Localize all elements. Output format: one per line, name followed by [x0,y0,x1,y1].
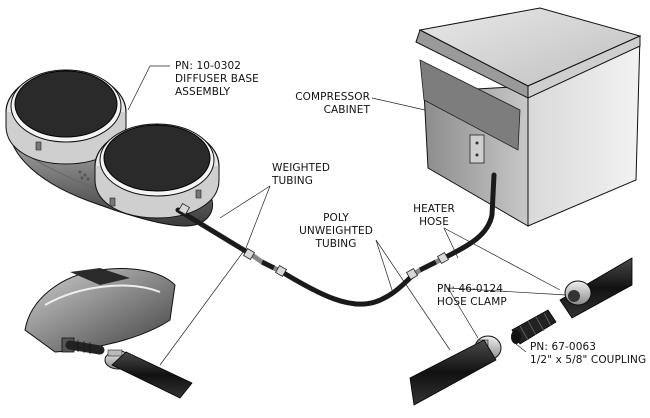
diffuser-name-2: ASSEMBLY [175,86,231,98]
heater-hose [441,172,497,261]
heater-hose-detail [409,257,633,406]
heater-hose-label: HEATER HOSE [404,203,464,229]
tubing-system [175,172,497,307]
poly-line-3: TUBING [315,238,357,250]
poly-line-1: POLY [323,212,349,224]
diffuser-base-label: PN: 10-0302 DIFFUSER BASE ASSEMBLY [175,60,259,99]
weighted-line-1: WEIGHTED [272,162,331,174]
heater-line-2: HOSE [419,216,449,228]
diffuser-pn: PN: 10-0302 [175,60,242,72]
diffuser-base-assembly [5,69,220,227]
weighted-tubing-label: WEIGHTED TUBING [272,162,330,188]
coupling [511,309,557,345]
compressor-line-1: COMPRESSOR [295,91,370,103]
diffuser-name-1: DIFFUSER BASE [175,73,259,85]
compressor-cabinet [415,7,642,227]
clamp-name: HOSE CLAMP [437,296,507,308]
poly-unweighted-tubing [279,269,415,307]
compressor-line-2: CABINET [323,104,370,116]
coupling-label: PN: 67-0063 1/2" x 5/8" COUPLING [530,341,646,367]
diffuser-detail-view [24,268,193,399]
clamp-pn: PN: 46-0124 [437,283,504,295]
compressor-cabinet-label: COMPRESSOR CABINET [290,91,370,117]
leader-lines [127,65,567,366]
coupling-size: 1/2" x 5/8" COUPLING [530,354,647,366]
coupling-pn: PN: 67-0063 [530,341,597,353]
weighted-line-2: TUBING [272,175,313,187]
heater-line-1: HEATER [413,203,455,215]
poly-tubing-label: POLY UNWEIGHTED TUBING [286,212,386,251]
weighted-tubing [175,207,255,258]
poly-line-2: UNWEIGHTED [299,225,373,237]
hose-clamp-label: PN: 46-0124 HOSE CLAMP [437,283,507,309]
